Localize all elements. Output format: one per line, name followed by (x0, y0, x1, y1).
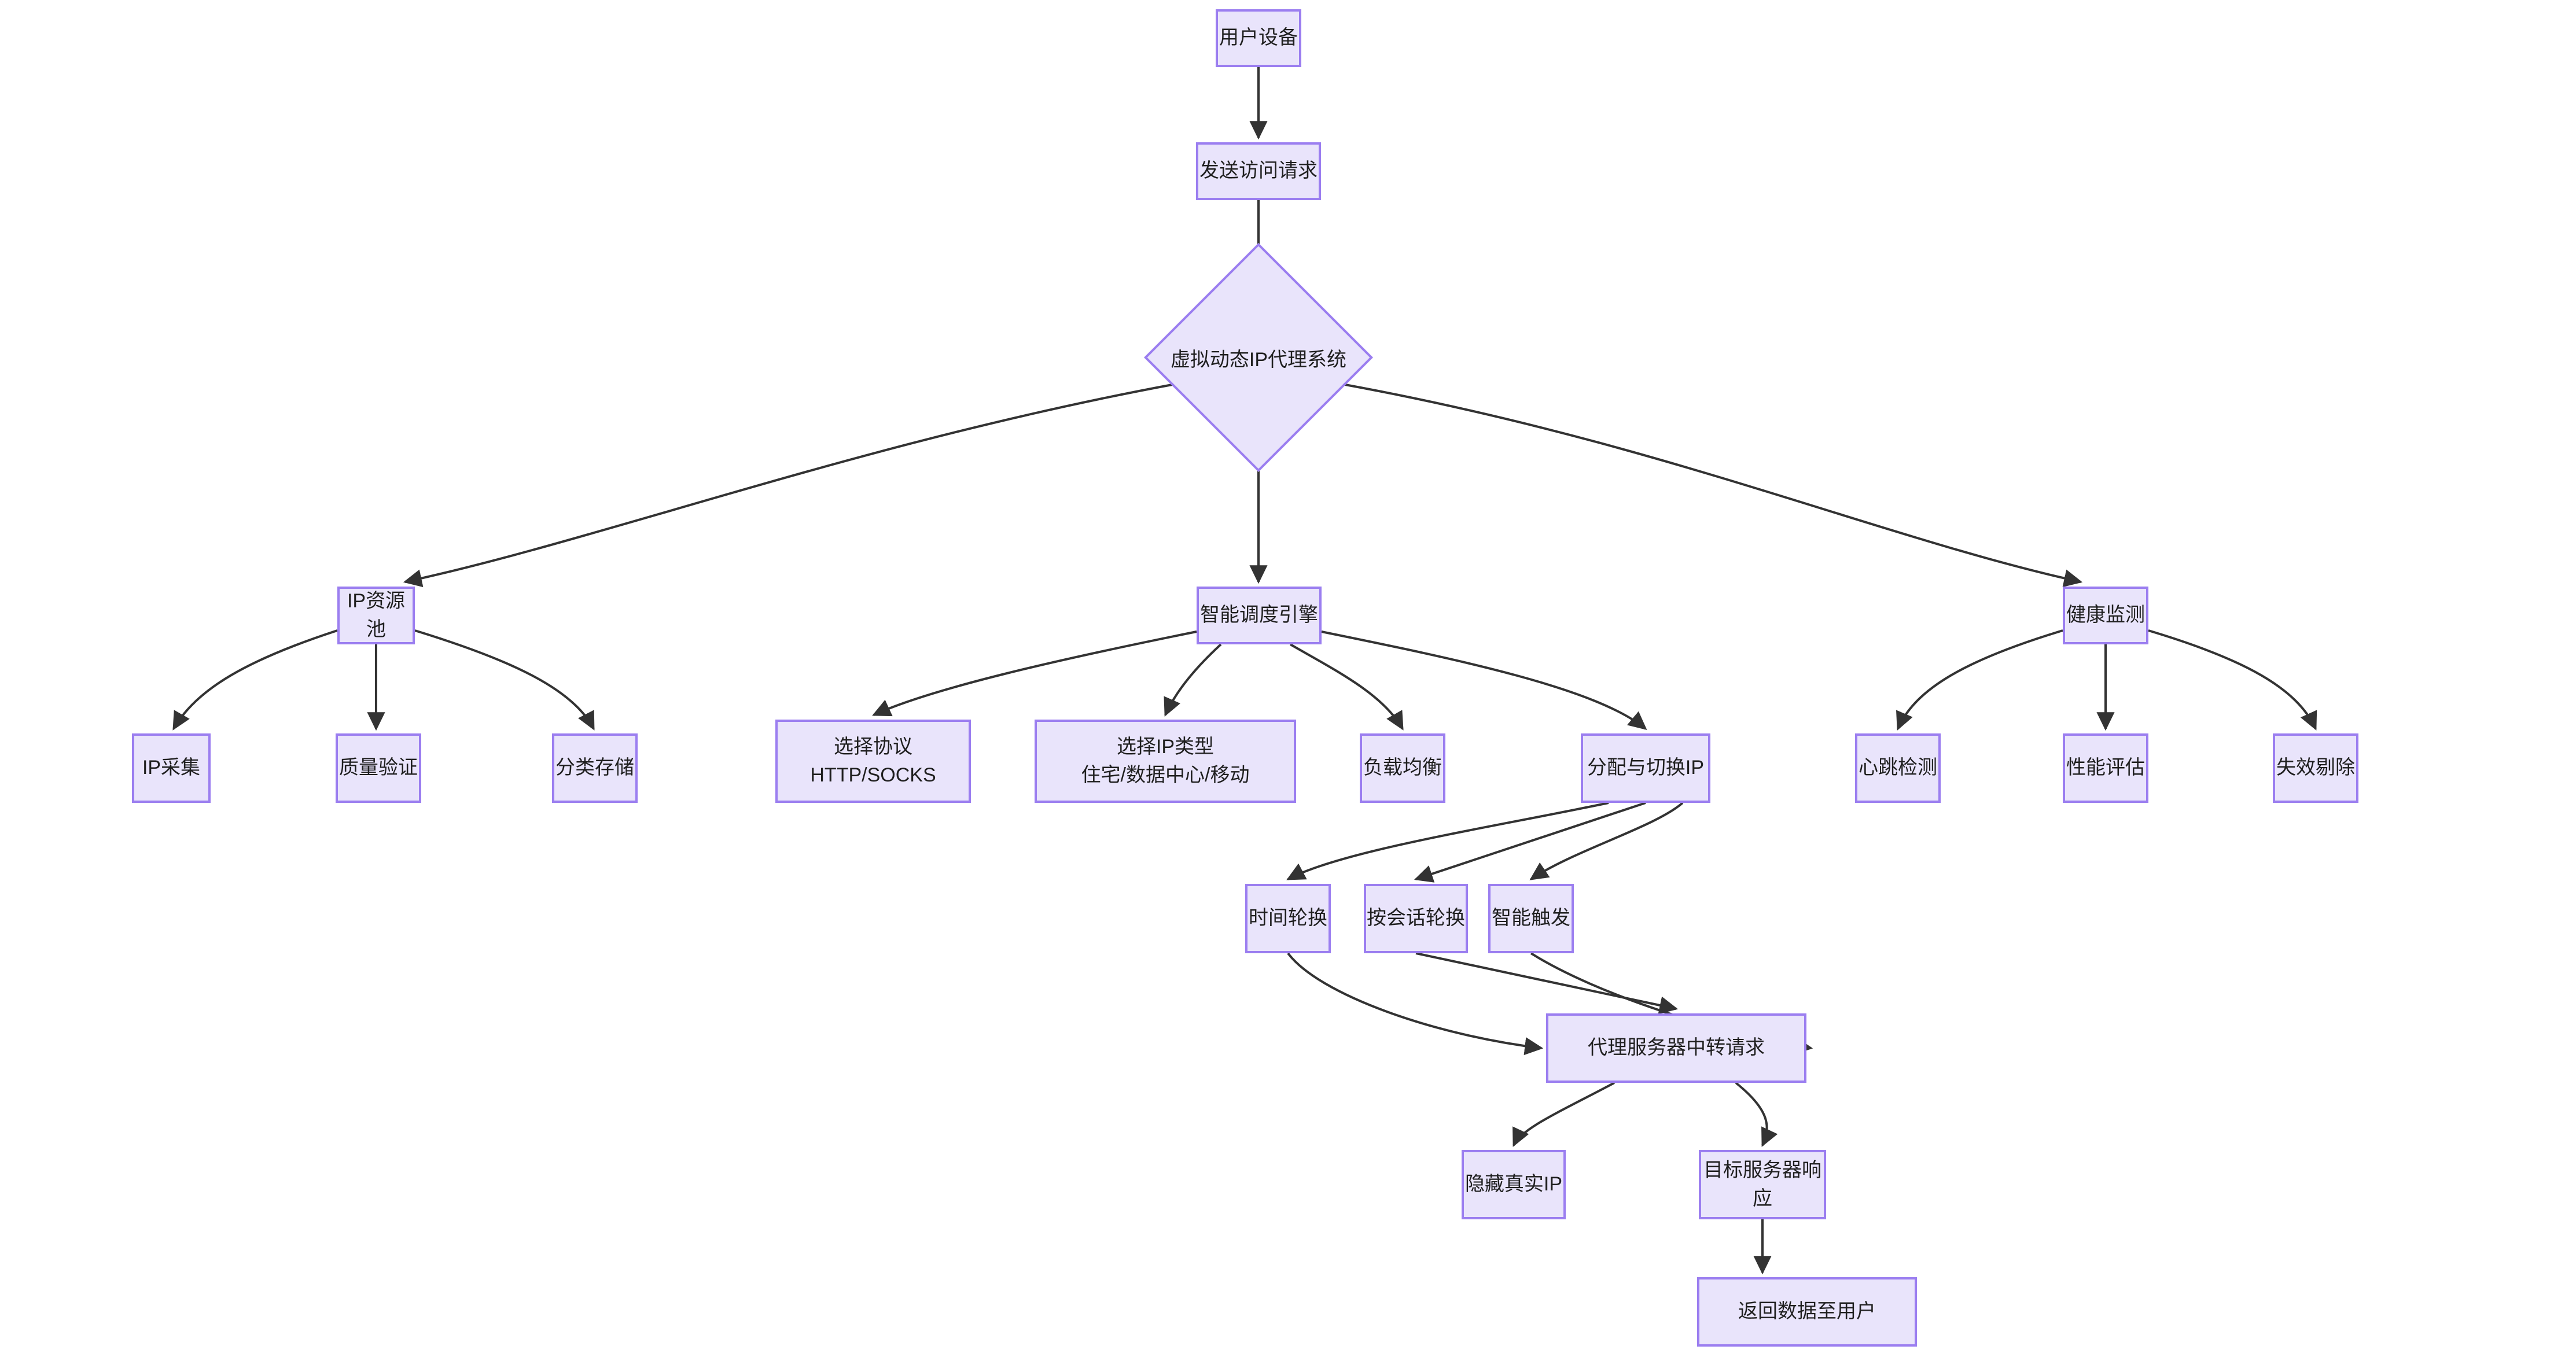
edge-scheduler-to-select_ip_type (1164, 643, 1222, 717)
edge-scheduler-to-load_balance (1290, 643, 1404, 731)
node-label-return_to_user: 返回数据至用户 (1738, 1300, 1876, 1323)
node-label-quality_verify: 质量验证 (339, 757, 418, 779)
node-select_ip_type[interactable]: 选择IP类型 住宅/数据中心/移动 (1035, 720, 1296, 803)
edge-proxy_relay-to-target_response (1735, 1082, 1778, 1147)
node-label-time_rotate: 时间轮换 (1249, 907, 1327, 930)
node-label-remove_dead: 失效剔除 (2276, 757, 2355, 779)
node-label-select_ip_type: 选择IP类型 住宅/数据中心/移动 (1081, 735, 1250, 786)
node-label-health_monitor: 健康监测 (2066, 604, 2145, 626)
node-target_response[interactable]: 目标服务器响应 (1699, 1150, 1826, 1219)
node-return_to_user[interactable]: 返回数据至用户 (1697, 1277, 1917, 1347)
node-label-hide_real_ip: 隐藏真实IP (1464, 1173, 1563, 1196)
node-label-classify_store: 分类存储 (555, 757, 634, 779)
node-perf_eval[interactable]: 性能评估 (2063, 733, 2148, 803)
node-assign_switch_ip[interactable]: 分配与切换IP (1581, 733, 1710, 803)
node-label-select_protocol: 选择协议 HTTP/SOCKS (810, 735, 936, 786)
node-proxy_relay[interactable]: 代理服务器中转请求 (1546, 1013, 1806, 1083)
edge-health_monitor-to-heartbeat (1896, 629, 2063, 731)
edge-ip_pool-to-classify_store (414, 629, 595, 731)
edge-proxy_system-to-health_monitor (1329, 381, 2083, 588)
node-scheduler[interactable]: 智能调度引擎 (1197, 587, 1322, 644)
node-label-user_device: 用户设备 (1219, 27, 1298, 49)
node-ip_collect[interactable]: IP采集 (132, 733, 211, 803)
node-label-perf_eval: 性能评估 (2066, 757, 2145, 779)
edge-assign_switch_ip-to-time_rotate (1286, 802, 1609, 880)
node-label-ip_collect: IP采集 (142, 757, 201, 779)
node-label-proxy_system: 虚拟动态IP代理系统 (1170, 348, 1347, 371)
node-ip_pool[interactable]: IP资源池 (337, 587, 415, 644)
node-label-send_request: 发送访问请求 (1199, 160, 1318, 182)
edge-proxy_relay-to-hide_real_ip (1513, 1082, 1615, 1147)
node-label-load_balance: 负载均衡 (1363, 757, 1442, 779)
edge-proxy_system-to-ip_pool (403, 381, 1188, 588)
edge-assign_switch_ip-to-smart_trigger (1529, 802, 1684, 880)
node-user_device[interactable]: 用户设备 (1216, 9, 1301, 67)
node-label-smart_trigger: 智能触发 (1492, 907, 1570, 930)
node-label-scheduler: 智能调度引擎 (1200, 604, 1318, 626)
node-select_protocol[interactable]: 选择协议 HTTP/SOCKS (775, 720, 971, 803)
node-remove_dead[interactable]: 失效剔除 (2273, 733, 2358, 803)
node-label-proxy_relay: 代理服务器中转请求 (1588, 1037, 1765, 1059)
node-label-ip_pool: IP资源池 (347, 589, 406, 640)
edge-time_rotate-to-proxy_relay (1287, 952, 1544, 1056)
edge-ip_pool-to-ip_collect (172, 629, 338, 731)
edge-scheduler-to-select_protocol (872, 630, 1197, 717)
node-time_rotate[interactable]: 时间轮换 (1245, 884, 1331, 953)
node-send_request[interactable]: 发送访问请求 (1196, 142, 1321, 200)
node-label-heartbeat: 心跳检测 (1859, 757, 1937, 779)
node-classify_store[interactable]: 分类存储 (552, 733, 638, 803)
node-quality_verify[interactable]: 质量验证 (336, 733, 421, 803)
node-heartbeat[interactable]: 心跳检测 (1855, 733, 1941, 803)
edges (172, 67, 2317, 1275)
node-smart_trigger[interactable]: 智能触发 (1488, 884, 1574, 953)
edge-scheduler-to-assign_switch_ip (1321, 630, 1647, 731)
edge-session_rotate-to-proxy_relay (1415, 952, 1679, 1015)
node-label-target_response: 目标服务器响应 (1703, 1159, 1821, 1210)
edge-assign_switch_ip-to-session_rotate (1414, 802, 1646, 883)
node-label-assign_switch_ip: 分配与切换IP (1587, 757, 1705, 779)
node-hide_real_ip[interactable]: 隐藏真实IP (1462, 1150, 1566, 1219)
node-health_monitor[interactable]: 健康监测 (2063, 587, 2148, 644)
node-proxy_system[interactable]: 虚拟动态IP代理系统 (1144, 243, 1373, 472)
node-label-session_rotate: 按会话轮换 (1367, 907, 1465, 930)
node-session_rotate[interactable]: 按会话轮换 (1364, 884, 1468, 953)
edge-health_monitor-to-remove_dead (2148, 629, 2317, 731)
node-load_balance[interactable]: 负载均衡 (1360, 733, 1445, 803)
